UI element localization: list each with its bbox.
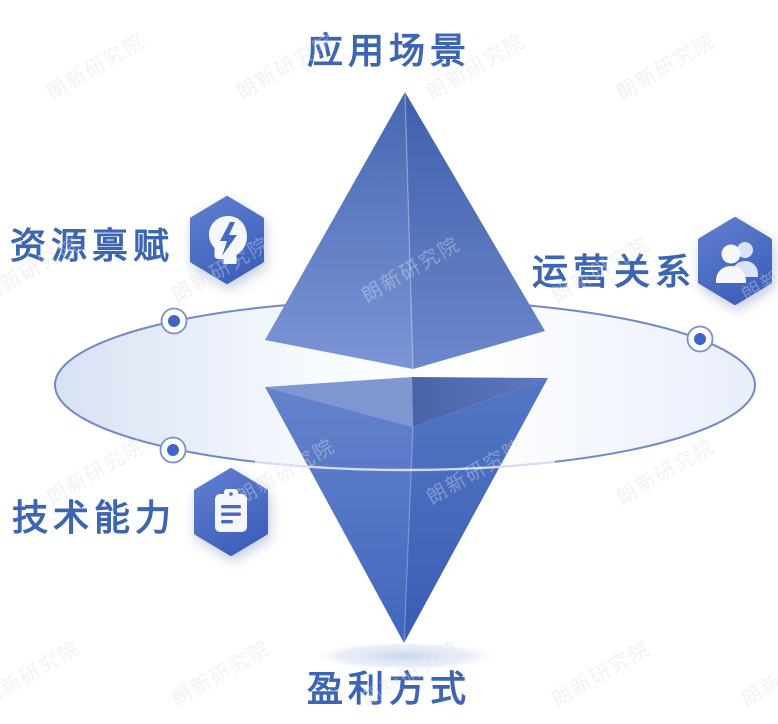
label-resource-endowment: 资源禀赋 — [10, 225, 175, 266]
orbit-node-right — [686, 325, 714, 353]
clipboard-icon — [194, 468, 268, 556]
label-technical-capability: 技术能力 — [12, 497, 177, 538]
people-group-icon — [698, 217, 772, 305]
upper-pyramid — [265, 91, 545, 370]
label-operation-relations: 运营关系 — [532, 251, 697, 292]
lower-pyramid — [265, 377, 548, 644]
head-lightning-icon — [190, 196, 264, 284]
ground-shadow — [310, 641, 500, 671]
label-profit-model: 盈利方式 — [306, 668, 471, 709]
orbit-front-arc-highlight — [255, 460, 555, 472]
orbit-node-left-lower — [159, 436, 187, 464]
orbit-node-left-upper — [160, 307, 188, 335]
label-application-scenarios: 应用场景 — [306, 30, 471, 71]
